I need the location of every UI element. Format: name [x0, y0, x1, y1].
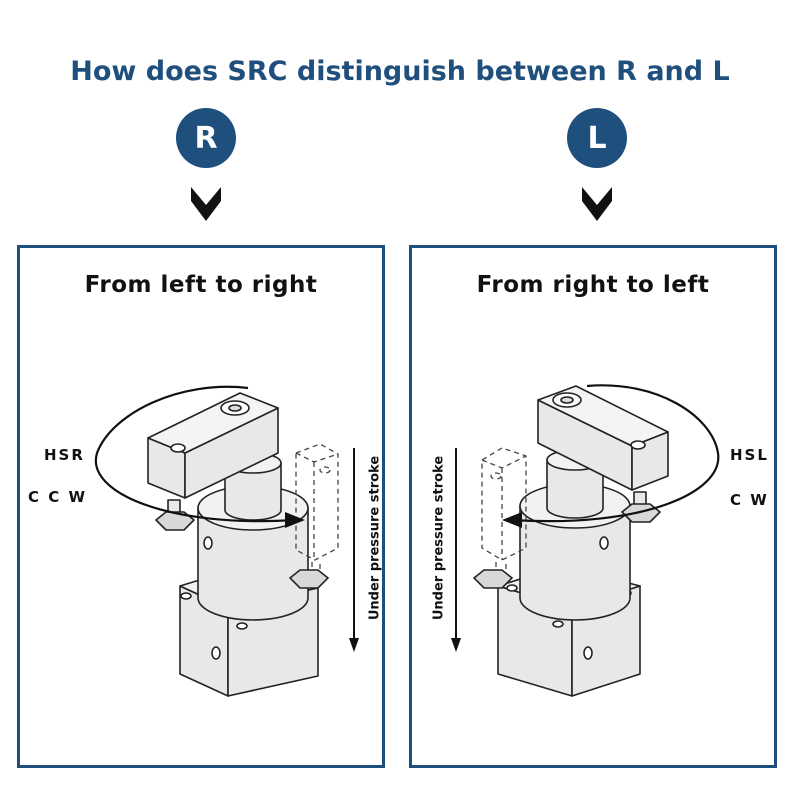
badge-l: L	[567, 108, 627, 168]
model-label-hsr: HSR	[44, 446, 85, 464]
model-label-hsl: HSL	[730, 446, 769, 464]
chevron-down-icon	[582, 187, 612, 221]
page-title: How does SRC distinguish between R and L	[70, 56, 730, 87]
chevron-down-icon	[191, 187, 221, 221]
right-panel: From right to left HSL C W Under pressur…	[409, 245, 777, 768]
right-panel-heading: From right to left	[476, 272, 710, 298]
left-panel: From left to right HSR C C W Under press…	[17, 245, 385, 768]
left-panel-heading: From left to right	[84, 272, 318, 298]
badge-r: R	[176, 108, 236, 168]
rotation-label-cw: C W	[730, 491, 769, 509]
swing-clamp-cylinder-l	[451, 384, 720, 697]
rotation-label-ccw: C C W	[28, 488, 88, 506]
swing-clamp-cylinder-r	[94, 385, 359, 697]
